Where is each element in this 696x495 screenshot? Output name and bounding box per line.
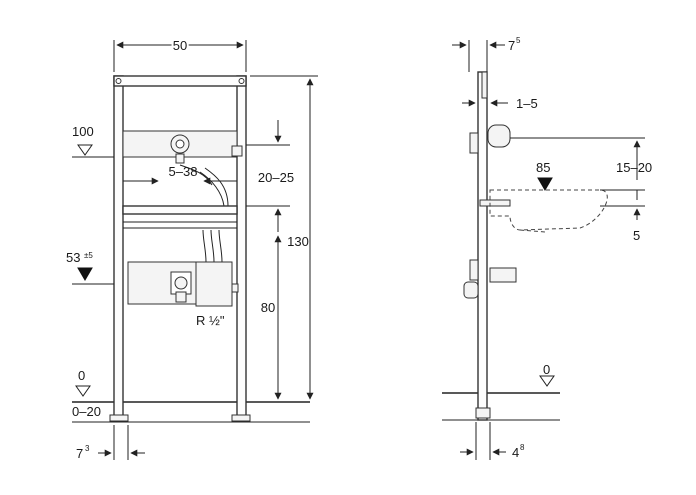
top-depth-label: 7 [508, 38, 515, 53]
side-floor-marker-icon [539, 375, 555, 387]
left-post [113, 75, 124, 421]
basin-bracket [479, 199, 511, 207]
level-100-label: 100 [72, 124, 94, 139]
level-53-marker-icon [77, 267, 93, 281]
basin-outline [489, 189, 608, 231]
drain-side-icon [489, 267, 517, 283]
offset-5-label: 5 [633, 228, 640, 243]
foot-offset-label: 7 [76, 446, 83, 461]
thread-label: R ½" [196, 313, 225, 328]
side-floor-0-label: 0 [543, 362, 550, 377]
front-view: 50 130 100 5–38 20–25 53 ±5 80 R ½" 0 [66, 36, 318, 461]
side-column [477, 71, 488, 421]
level-53-label: 53 [66, 250, 80, 265]
adjust-1-5-label: 1–5 [516, 96, 538, 111]
drain-80-label: 80 [261, 300, 275, 315]
foot-depth-sup: 8 [520, 443, 525, 452]
tap-connector-side-icon [487, 124, 511, 148]
foot-depth-label: 4 [512, 445, 519, 460]
foot-offset-sup: 3 [85, 444, 90, 453]
floor-0-label: 0 [78, 368, 85, 383]
top-crossbar [113, 75, 247, 87]
level-53-tolerance: ±5 [84, 251, 93, 260]
basin-85-label: 85 [536, 160, 550, 175]
floor-level-marker-icon [75, 385, 91, 397]
side-view: 7 5 1–5 85 15–20 5 0 4 8 [442, 36, 652, 460]
adjust-20-25-label: 20–25 [258, 170, 294, 185]
level-100-marker-icon [77, 144, 93, 156]
adjust-5-38-label: 5–38 [169, 164, 198, 179]
width-dim-label: 50 [173, 38, 187, 53]
floor-0-20-label: 0–20 [72, 404, 101, 419]
drain-box [195, 261, 233, 307]
basin-level-marker-icon [537, 177, 553, 191]
adjust-15-20-label: 15–20 [616, 160, 652, 175]
right-post [236, 75, 247, 421]
top-depth-sup: 5 [516, 36, 521, 45]
height-dim-label: 130 [287, 234, 309, 249]
middle-crossbar [122, 205, 238, 215]
